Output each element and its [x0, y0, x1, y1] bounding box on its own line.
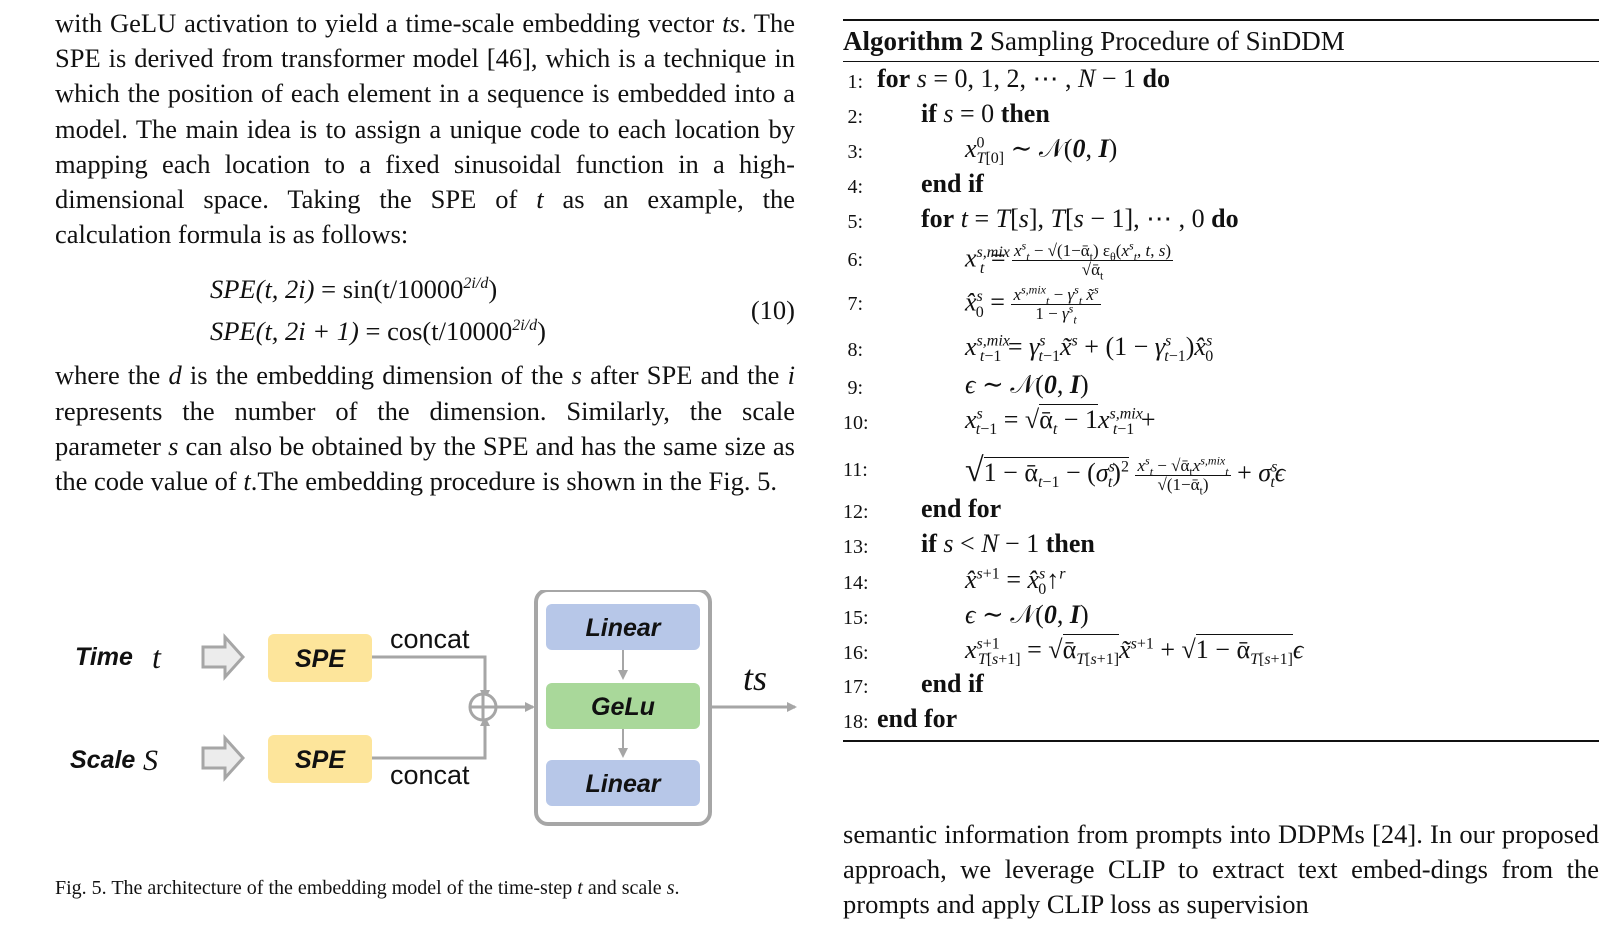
spe-label: SPE	[295, 645, 346, 673]
equation-line-1: SPE(t, 2i) = sin(t/100002i/d)	[210, 274, 497, 305]
concat-label-bottom: concat	[390, 760, 470, 790]
spe-box-time	[268, 634, 372, 682]
algorithm-line: 5: for t = T[s], T[s − 1], ⋯ , 0 do	[847, 204, 1239, 233]
scale-label: Scale	[70, 746, 135, 774]
algorithm-line: 10: xst−1 = √ᾱt − 1xs,mixt−1 +	[843, 404, 1156, 439]
gelu-label: GeLu	[591, 693, 655, 721]
algorithm-line: 12: end for	[843, 494, 1002, 523]
text-segment: as an example, the calculation formula i…	[55, 184, 795, 250]
equation-exponent: 2i/d	[463, 275, 489, 293]
algorithm-line: 1: for s = 0, 1, 2, ⋯ , N − 1 do	[847, 64, 1170, 93]
algorithm-line: 17: end if	[843, 669, 984, 698]
algorithm-line: 2: if s = 0 then	[847, 99, 1050, 128]
input-arrow-icon	[201, 734, 246, 782]
linear-box-bottom	[546, 760, 700, 806]
equation-line-2: SPE(t, 2i + 1) = cos(t/100002i/d)	[210, 316, 546, 347]
input-arrow-icon	[201, 633, 246, 681]
gelu-box	[546, 683, 700, 729]
algorithm-mid-rule	[843, 61, 1599, 62]
algorithm-line: 6: xs,mixt = xst − √(1−ᾱt) εθ(xst, t, s)…	[847, 238, 1174, 283]
equation-paren: )	[537, 316, 546, 347]
algorithm-line: 9: ϵ ∼ 𝒩(0, I)	[847, 370, 1089, 399]
figure-diagram: Time t Scale S SPE SPE concat concat Lin…	[70, 590, 797, 826]
algorithm-line: 16: xs+1T[s+1] = √ᾱT[s+1]x̃s+1 + √1 − ᾱT…	[843, 634, 1304, 669]
figure-caption: Fig. 5. The architecture of the embeddin…	[55, 877, 680, 899]
algorithm-line: 15: ϵ ∼ 𝒩(0, I)	[843, 600, 1089, 629]
linear-label: Linear	[585, 770, 661, 798]
paragraph-spe-intro: with GeLU activation to yield a time-sca…	[55, 6, 795, 252]
time-label: Time	[75, 643, 133, 671]
math-var: t	[536, 184, 544, 215]
algorithm-line: 13: if s < N − 1 then	[843, 529, 1095, 558]
equation-rhs: = sin(t/10000	[321, 274, 464, 305]
algorithm-label: Algorithm 2	[843, 26, 984, 56]
paragraph-spe-explanation: where the d is the embedding dimension o…	[55, 358, 795, 499]
algorithm-bottom-rule	[843, 740, 1599, 742]
text-segment: after SPE and the	[581, 360, 788, 391]
scale-var: S	[143, 744, 158, 777]
algorithm-line: 18: end for	[843, 704, 958, 733]
algorithm-top-rule	[843, 19, 1599, 21]
text-segment: where the	[55, 360, 169, 391]
math-var: s	[168, 430, 179, 461]
math-var: t	[243, 466, 251, 497]
algorithm-name: Sampling Procedure of SinDDM	[989, 26, 1345, 56]
algorithm-line: 3: x0T[0] ∼ 𝒩(0, I)	[847, 134, 1118, 168]
algorithm-line: 11: √1 − ᾱt−1 − (σst)2 xst − √ᾱtxs,mixt√…	[843, 452, 1286, 497]
text-segment: can also be obtained by the SPE and has …	[55, 430, 795, 497]
text-segment: represents the number of the dimension. …	[55, 395, 795, 461]
equation-rhs: = cos(t/10000	[365, 316, 513, 347]
algorithm-title: Algorithm 2 Sampling Procedure of SinDDM	[843, 21, 1599, 61]
linear-label: Linear	[585, 614, 661, 642]
concat-label-top: concat	[390, 624, 470, 654]
spe-box-scale	[268, 735, 372, 783]
equation-lhs: SPE(t, 2i + 1)	[210, 316, 359, 347]
equation-paren: )	[488, 274, 498, 305]
text-segment: . The SPE is derived from transformer mo…	[55, 8, 795, 215]
equation-number: (10)	[750, 295, 795, 326]
paragraph-text: semantic information from prompts into D…	[843, 819, 1599, 920]
left-column: with GeLU activation to yield a time-sca…	[55, 6, 795, 499]
figure-5-embedding-architecture: Time t Scale S SPE SPE concat concat Lin…	[55, 590, 815, 845]
output-label: ts	[743, 658, 767, 698]
equation-10: SPE(t, 2i) = sin(t/100002i/d) SPE(t, 2i …	[55, 254, 795, 358]
algorithm-line: 8: xs,mixt−1 = γst−1x̃s + (1 − γst−1)x̂s…	[847, 332, 1214, 366]
concat-connector-top	[372, 655, 490, 700]
math-var: d	[168, 360, 182, 391]
math-var: i	[787, 360, 795, 391]
paragraph-clip: semantic information from prompts into D…	[843, 817, 1599, 923]
algorithm-body: 1: for s = 0, 1, 2, ⋯ , N − 1 do 2: if s…	[843, 62, 1599, 742]
spe-label: SPE	[295, 746, 346, 774]
algorithm-line: 4: end if	[847, 169, 984, 198]
math-var: s	[571, 360, 582, 391]
time-var: t	[152, 639, 162, 675]
text-segment: with GeLU activation to yield a time-sca…	[55, 8, 723, 38]
equation-lhs: SPE(t, 2i)	[210, 274, 315, 305]
text-segment: is the embedding dimension of the	[181, 360, 572, 391]
algorithm-2: Algorithm 2 Sampling Procedure of SinDDM…	[843, 19, 1599, 742]
equation-exponent: 2i/d	[512, 317, 538, 335]
math-var: ts	[722, 8, 740, 38]
text-segment: .The embedding procedure is shown in the…	[250, 466, 777, 497]
concat-connector-bottom	[372, 716, 490, 760]
linear-box-top	[546, 604, 700, 650]
algorithm-line: 14: x̂s+1 = x̂s0↑r	[843, 565, 1066, 599]
